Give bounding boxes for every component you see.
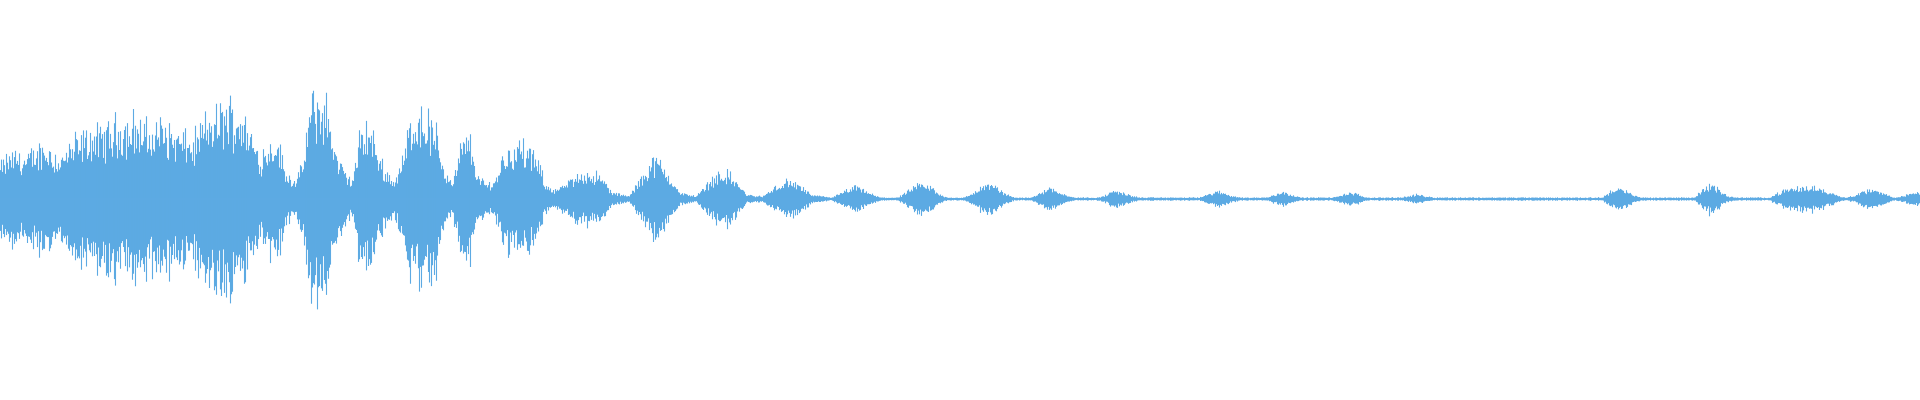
waveform-bars bbox=[0, 90, 1920, 310]
